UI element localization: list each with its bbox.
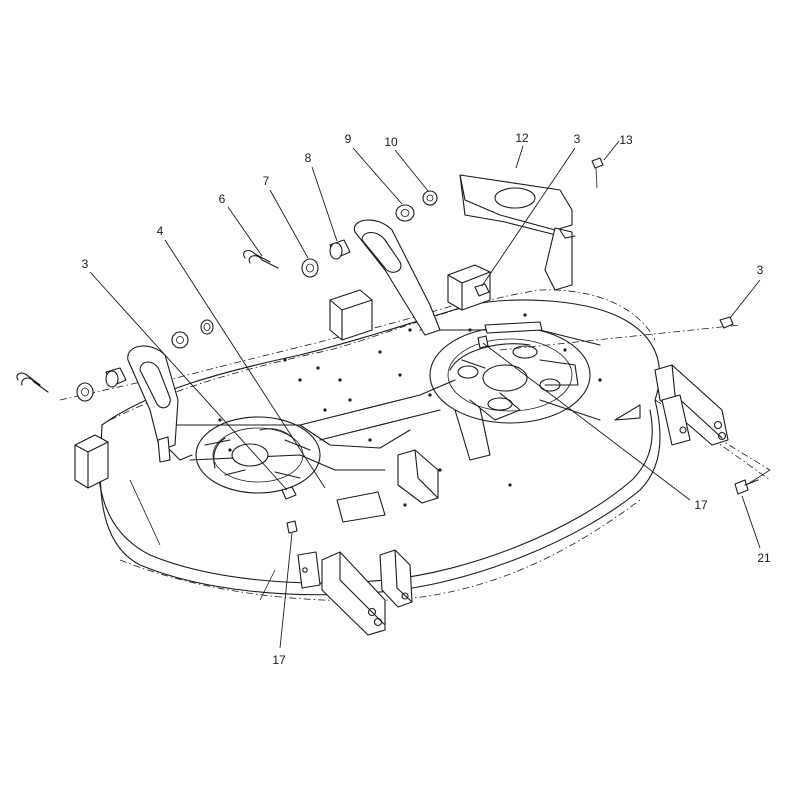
left-end-bracket [74, 434, 109, 489]
callout-labels: 3 4 6 7 8 9 10 12 3 13 3 17 21 17 [82, 131, 771, 667]
carriage-bolt-17-left [286, 520, 298, 534]
front-right-bracket [379, 549, 413, 608]
carriage-bolt-21 [734, 479, 749, 495]
left-flat-washer [76, 382, 94, 402]
center-bracket [397, 449, 439, 504]
belt-cover [459, 174, 576, 291]
flat-washer-7 [301, 258, 319, 278]
nut-3-left [281, 486, 297, 500]
leader-6 [227, 206, 263, 257]
left-hardware-stack [16, 319, 214, 402]
callout-17-left: 17 [272, 653, 286, 667]
leader-3-left [89, 271, 288, 491]
bolt-13 [591, 157, 604, 169]
nut-3-right [719, 316, 734, 329]
callout-12: 12 [515, 131, 529, 145]
left-spindle-housing [195, 416, 321, 494]
side-mount-tab [297, 551, 321, 589]
callout-13: 13 [619, 133, 633, 147]
rear-left-bracket [329, 289, 373, 341]
callout-10: 10 [384, 135, 398, 149]
fasteners [281, 157, 771, 534]
callout-9: 9 [345, 132, 352, 146]
right-hardware-stack [243, 190, 438, 278]
washer-9 [395, 204, 415, 222]
left-spacer-washer [171, 331, 189, 349]
rear-right-bracket [447, 264, 491, 311]
deck-holes [218, 313, 602, 507]
leader-13 [603, 140, 620, 161]
hairpin-cotter-6 [243, 249, 279, 269]
warning-triangle-decal [614, 404, 641, 421]
left-idler-arm [127, 345, 193, 463]
leader-17-left [279, 532, 293, 649]
decal-strip [484, 321, 543, 334]
leader-12 [515, 145, 524, 169]
leader-21 [741, 495, 761, 549]
callout-4: 4 [157, 224, 164, 238]
decal-plate [336, 491, 386, 523]
callout-7: 7 [263, 174, 270, 188]
deck-stiffeners [129, 329, 601, 601]
right-idler-arm [354, 219, 441, 336]
leader-17-right [482, 342, 691, 501]
front-left-bracket [321, 551, 386, 636]
callout-6: 6 [219, 192, 226, 206]
callout-21: 21 [757, 551, 771, 565]
leader-9 [352, 147, 403, 205]
callout-17-right: 17 [694, 498, 708, 512]
leader-3-rear [481, 147, 576, 287]
leader-4 [164, 239, 326, 489]
leader-8 [311, 166, 338, 242]
callout-3-left: 3 [82, 257, 89, 271]
leader-10 [394, 149, 429, 192]
nut-3-rear [474, 283, 490, 297]
leader-7 [269, 189, 309, 259]
leader-3-right [729, 279, 761, 319]
left-retaining-ring [200, 319, 214, 335]
leader-lines [89, 140, 761, 649]
left-hairpin-cotter [16, 372, 49, 393]
right-spindle-housing [429, 326, 591, 424]
right-end-bracket [654, 364, 729, 446]
callout-3-right: 3 [757, 263, 764, 277]
deck-decals [336, 321, 641, 523]
callout-8: 8 [305, 151, 312, 165]
callout-3-rear: 3 [574, 132, 581, 146]
retaining-ring-10 [422, 190, 438, 206]
